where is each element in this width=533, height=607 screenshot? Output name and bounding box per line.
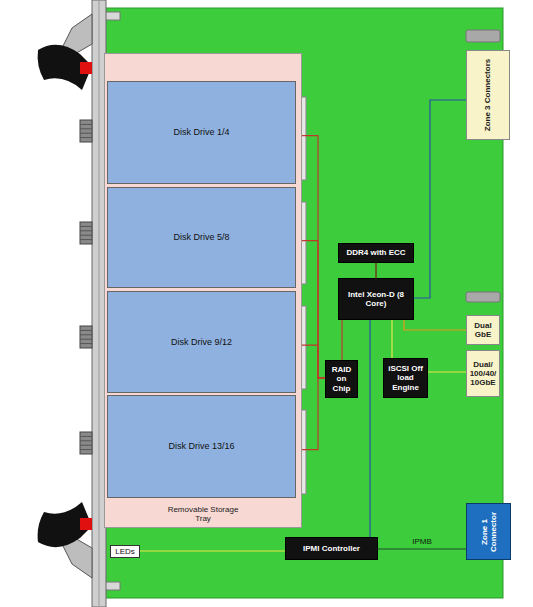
notch-ridge: [80, 133, 92, 134]
box-label: DDR4 with ECC: [346, 248, 405, 257]
box-label: iSCSI Off load Engine: [386, 364, 425, 392]
disk-drive: Disk Drive 9/12: [107, 291, 296, 393]
led-box: LEDs: [110, 545, 140, 558]
ejector-latch: [80, 62, 92, 74]
disk-drive: Disk Drive 1/4: [107, 81, 296, 184]
signal-line: [140, 550, 285, 551]
signal-line: [391, 320, 392, 358]
signal-line: [404, 320, 466, 330]
signal-line: [375, 263, 376, 278]
panel-notch: [80, 326, 92, 348]
ejector-grip: [38, 502, 92, 547]
notch-ridge: [80, 128, 92, 129]
notch-ridge: [80, 235, 92, 236]
box-label: Dual GbE: [469, 321, 497, 339]
ejector-grip: [38, 45, 92, 90]
notch-ridge: [80, 436, 92, 437]
box-label: Zone 3 Connectors: [483, 53, 492, 137]
box-label: IPMI Controller: [303, 544, 360, 553]
signal-line: [428, 371, 466, 372]
notch-ridge: [80, 124, 92, 125]
box-label: Intel Xeon-D (8 Core): [341, 290, 411, 308]
panel-notch: [80, 432, 92, 454]
circuit-board: [100, 8, 503, 598]
storage-tray: Removable Storage Tray Disk Drive 1/4Disk…: [104, 53, 302, 528]
controller-box: IPMI Controller: [285, 537, 378, 560]
backplane-connector: Zone 3 Connectors: [466, 50, 510, 140]
disk-drive: Disk Drive 13/16: [107, 395, 296, 498]
bus-label: IPMB: [410, 538, 434, 547]
panel-notches: [80, 120, 92, 454]
notch-ridge: [80, 343, 92, 344]
signal-line: [414, 100, 466, 298]
box-label: Disk Drive 9/12: [171, 337, 232, 347]
memory-box: DDR4 with ECC: [338, 243, 414, 263]
notch-ridge: [80, 330, 92, 331]
guide-pin: [466, 292, 500, 302]
network-port: Dual GbE: [466, 315, 500, 345]
ejector-handle: [38, 502, 92, 578]
network-port: Dual/ 100/40/ 10GbE: [466, 350, 500, 397]
box-label: Disk Drive 13/16: [168, 441, 234, 451]
box-label: Zone 1 Connector: [479, 506, 497, 557]
signal-line: [341, 320, 342, 360]
ejector-latch: [80, 518, 92, 530]
panel-edge: [99, 0, 100, 607]
box-label: LEDs: [115, 547, 135, 556]
processor-box: Intel Xeon-D (8 Core): [338, 278, 414, 320]
notch-ridge: [80, 137, 92, 138]
disk-drive: Disk Drive 5/8: [107, 187, 296, 288]
notch-ridge: [80, 230, 92, 231]
panel-notch: [80, 222, 92, 244]
notch-ridge: [80, 334, 92, 335]
box-label: Dual/ 100/40/ 10GbE: [469, 360, 497, 388]
backplane-connector: Zone 1 Connector: [466, 503, 511, 560]
ejector-handle: [38, 14, 92, 90]
offload-engine: iSCSI Off load Engine: [383, 358, 428, 398]
raid-chip: RAID on Chip: [325, 360, 358, 398]
box-label: Disk Drive 5/8: [173, 232, 229, 242]
notch-ridge: [80, 449, 92, 450]
notch-ridge: [80, 226, 92, 227]
notch-ridge: [80, 339, 92, 340]
notch-ridge: [80, 440, 92, 441]
box-label: RAID on Chip: [328, 365, 355, 393]
signal-line: [369, 320, 370, 537]
guide-pin: [466, 30, 500, 42]
notch-ridge: [80, 239, 92, 240]
box-label: Disk Drive 1/4: [173, 127, 229, 137]
panel-notch: [80, 120, 92, 142]
signal-line: [378, 548, 466, 549]
notch-ridge: [80, 445, 92, 446]
tray-label: Removable Storage Tray: [163, 505, 243, 523]
